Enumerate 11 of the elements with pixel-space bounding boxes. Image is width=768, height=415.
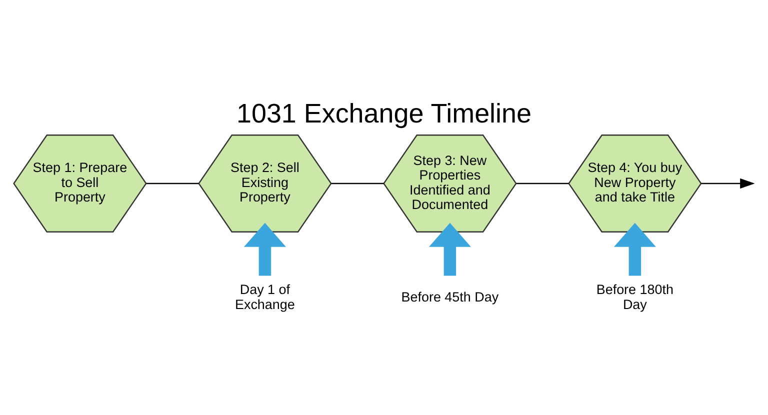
- connector: [146, 182, 199, 184]
- arrow: [244, 222, 286, 276]
- node-text: Before 180th Day: [596, 282, 674, 312]
- node-text: Day 1 of Exchange: [234, 282, 295, 312]
- diagram-title: 1031 Exchange Timeline: [236, 98, 532, 128]
- connector: [331, 182, 384, 184]
- node-text: Before 45th Day: [401, 288, 499, 304]
- arrow: [614, 222, 656, 276]
- arrow: [701, 178, 755, 188]
- connector: [516, 182, 569, 184]
- arrow: [428, 222, 471, 276]
